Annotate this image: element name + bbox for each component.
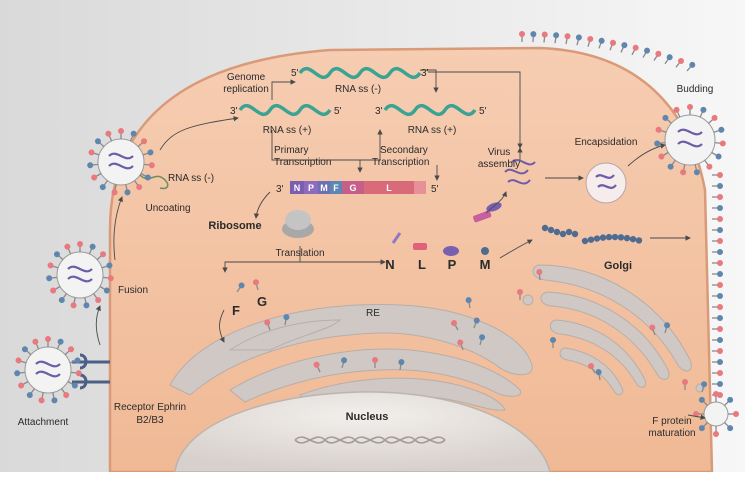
label-rna-neg-uncoat: RNA ss (-)	[168, 173, 214, 184]
end-3-left: 3'	[230, 106, 238, 117]
gene-segment	[342, 181, 364, 194]
encapsidation-particle	[585, 162, 627, 204]
label-protein-l: L	[418, 257, 426, 272]
protein-n-glyph	[391, 232, 402, 244]
end-5-top: 5'	[291, 68, 299, 79]
gene-segment	[290, 181, 304, 194]
label-genome-1: Genome	[227, 72, 266, 83]
gene-label: F	[333, 183, 339, 193]
gene-label: G	[349, 183, 356, 193]
label-rna-pos-right: RNA ss (+)	[408, 125, 457, 136]
rna-negative-helix	[298, 66, 422, 80]
label-receptor-2: B2/B3	[136, 415, 164, 426]
protein-m-glyph	[481, 247, 489, 255]
end-3-right: 3'	[375, 106, 383, 117]
gene-label: P	[308, 183, 314, 193]
label-nucleus: Nucleus	[346, 411, 389, 423]
m-bead	[605, 233, 613, 241]
m-bead	[581, 237, 589, 245]
label-protein-p: P	[448, 257, 457, 272]
process-arrows	[95, 69, 706, 420]
m-bead	[559, 230, 567, 238]
label-protein-n: N	[385, 257, 394, 272]
gene-5-end: 5'	[431, 184, 439, 195]
end-5-right: 5'	[479, 106, 487, 117]
label-budding: Budding	[677, 84, 714, 95]
m-bead	[623, 234, 631, 242]
virion-uncoating	[97, 138, 145, 186]
m-bead	[617, 234, 625, 241]
assembly-cluster	[504, 159, 536, 185]
m-bead	[547, 226, 555, 234]
m-bead	[571, 230, 579, 238]
rna-positive-helix-left	[238, 103, 332, 117]
label-uncoating: Uncoating	[145, 203, 190, 214]
end-5-left: 5'	[334, 106, 342, 117]
m-bead	[599, 234, 607, 241]
m-bead	[593, 235, 601, 242]
gene-segment	[304, 181, 318, 194]
label-receptor-1: Receptor Ephrin	[114, 402, 186, 413]
rna-positive-helix-right	[383, 103, 477, 117]
label-encapsidation: Encapsidation	[575, 137, 638, 148]
label-primary-2: Transcription	[274, 157, 331, 168]
label-ribosome: Ribosome	[208, 220, 261, 232]
m-bead	[635, 237, 643, 244]
m-bead	[611, 233, 619, 241]
label-golgi: Golgi	[604, 260, 632, 272]
gene-segment	[330, 181, 342, 194]
golgi-apparatus	[522, 264, 705, 396]
gene-label: M	[320, 183, 328, 193]
label-virus-1: Virus	[488, 147, 511, 158]
label-virus-2: assembly	[478, 159, 520, 170]
label-primary-1: Primary	[274, 145, 308, 156]
m-bead	[629, 235, 637, 243]
protein-p-glyph	[443, 246, 459, 256]
virion-maturing	[703, 401, 729, 427]
gene-label: L	[386, 183, 392, 193]
virion-attachment	[24, 346, 72, 394]
dna-helix	[294, 436, 446, 444]
label-fusion: Fusion	[118, 285, 148, 296]
label-protein-f: F	[232, 303, 240, 318]
virion-budding	[664, 114, 716, 166]
label-rna-neg-top: RNA ss (-)	[335, 84, 381, 95]
virion-fusion	[56, 251, 104, 299]
label-secondary-1: Secondary	[380, 145, 428, 156]
m-protein-chains	[541, 224, 643, 245]
m-bead	[553, 228, 561, 236]
gene-segment	[318, 181, 330, 194]
gene-label: N	[294, 183, 301, 193]
label-rna-pos-left: RNA ss (+)	[263, 125, 312, 136]
label-translation: Translation	[275, 248, 324, 259]
nucleus	[174, 391, 551, 473]
m-bead	[587, 236, 595, 243]
protein-l-glyph	[413, 243, 427, 250]
label-fprot-2: maturation	[648, 428, 695, 439]
label-genome-2: replication	[223, 84, 269, 95]
label-protein-m: M	[480, 257, 491, 272]
label-re: RE	[366, 308, 380, 319]
m-bead	[541, 224, 549, 232]
gene-segment	[364, 181, 414, 194]
label-fprot-1: F protein	[652, 416, 691, 427]
gene-segment-tail	[414, 181, 426, 194]
label-protein-g: G	[257, 294, 267, 309]
label-secondary-2: Transcription	[372, 157, 429, 168]
ribosome	[282, 210, 314, 238]
m-bead	[565, 228, 573, 236]
end-3-top: 3'	[421, 68, 429, 79]
label-attachment: Attachment	[18, 417, 69, 428]
gene-3-end: 3'	[276, 184, 284, 195]
